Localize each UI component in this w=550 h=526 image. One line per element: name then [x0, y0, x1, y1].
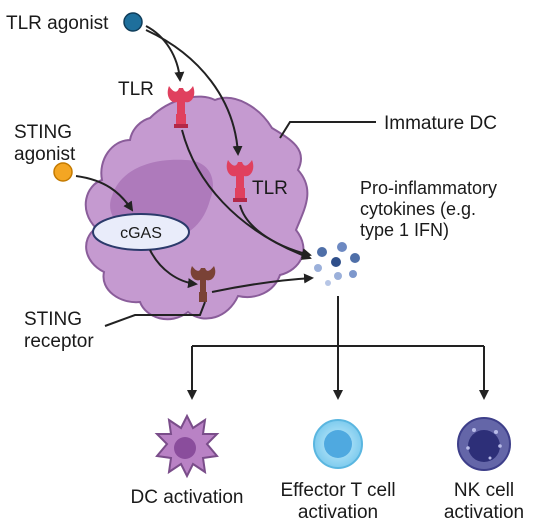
cytokines-label-line1: Pro-inflammatory	[360, 178, 497, 198]
branch-arrows	[187, 296, 489, 400]
arrow-sting-to-cytokines	[211, 273, 314, 293]
nk-cell-label-line1: NK cell	[454, 480, 514, 501]
tlr-agonist-label: TLR agonist	[6, 13, 109, 34]
tlr-top-label: TLR	[118, 79, 154, 100]
arrow-agonist-to-tlr-top	[145, 25, 185, 82]
tlr-right-label: TLR	[252, 178, 288, 199]
arrow-tlr-right-to-cytokines	[239, 204, 312, 258]
cytokines-label-line2: cytokines (e.g.	[360, 199, 476, 219]
activated-dc-icon	[154, 413, 220, 479]
sting-receptor	[190, 266, 216, 302]
cytokine-cluster	[314, 242, 360, 286]
arrow-agonist-to-tlr-right	[145, 29, 243, 156]
arrow-sting-agonist-to-cgas	[75, 175, 134, 212]
sting-agonist-label-line2: agonist	[14, 144, 76, 165]
sting-agonist-ball	[53, 162, 73, 182]
sting-receptor-label-line1: STING	[24, 309, 82, 330]
arrow-cgas-to-sting	[149, 249, 198, 289]
immature-dc-label: Immature DC	[384, 113, 497, 134]
cgas-label: cGAS	[120, 225, 162, 242]
tlr-receptor-top	[167, 86, 195, 128]
effector-t-cell-label-line2: activation	[298, 502, 378, 523]
dc-activation-label: DC activation	[131, 487, 244, 508]
tlr-agonist-ball	[123, 12, 143, 32]
sting-receptor-label-line2: receptor	[24, 331, 94, 352]
nk-cell-label-line2: activation	[444, 502, 524, 523]
tlr-receptor-right	[226, 160, 254, 202]
cgas-enzyme	[92, 213, 190, 251]
callout-immature-dc	[279, 121, 376, 139]
nk-cell-icon	[457, 417, 511, 471]
cytokines-label-line3: type 1 IFN)	[360, 220, 449, 240]
effector-t-cell-label-line1: Effector T cell	[280, 480, 395, 501]
effector-t-cell-icon	[313, 419, 363, 469]
callout-sting-receptor	[104, 301, 206, 327]
sting-agonist-label-line1: STING	[14, 122, 72, 143]
